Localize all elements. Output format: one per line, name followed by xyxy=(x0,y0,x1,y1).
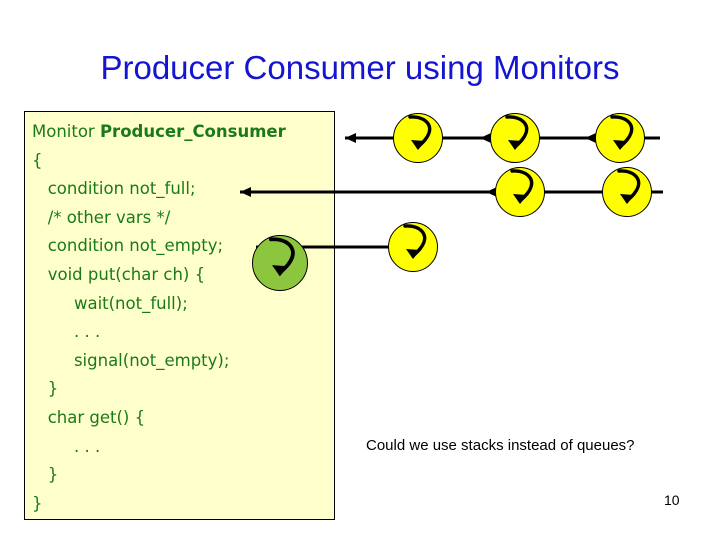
curved-arrow-icon xyxy=(610,115,634,150)
page-number: 10 xyxy=(664,492,680,508)
curved-arrow-icon xyxy=(403,224,427,259)
code-line: condition not_empty; xyxy=(32,232,332,261)
code-line: Monitor Producer_Consumer xyxy=(32,118,332,147)
code-line: } xyxy=(32,461,332,490)
queue-node-circle xyxy=(595,113,645,163)
code-line-text: signal(not_empty); xyxy=(32,350,230,370)
code-line-text: char get() { xyxy=(32,407,146,427)
code-line-text: } xyxy=(32,379,59,399)
queue-node-circle xyxy=(495,167,545,217)
curved-arrow-icon xyxy=(510,169,534,204)
code-line-text: . . . xyxy=(32,436,101,456)
code-block-panel: Monitor Producer_Consumer { condition not… xyxy=(24,111,335,520)
code-line-text: } xyxy=(32,493,43,513)
page-title: Producer Consumer using Monitors xyxy=(100,49,620,86)
code-line: . . . xyxy=(32,318,332,347)
code-line-text: void put(char ch) { xyxy=(32,264,206,284)
code-line: void put(char ch) { xyxy=(32,261,332,290)
queue-node-circle xyxy=(393,113,443,163)
curved-arrow-icon xyxy=(408,115,432,150)
queue-node-circle xyxy=(388,222,438,272)
code-line: . . . xyxy=(32,433,332,462)
code-line-text: /* other vars */ xyxy=(32,207,171,227)
footer-note: Could we use stacks instead of queues? xyxy=(366,437,635,454)
code-line: condition not_full; xyxy=(32,175,332,204)
queue-node-circle xyxy=(252,235,308,291)
queue-node-circle xyxy=(490,113,540,163)
code-line: } xyxy=(32,375,332,404)
curved-arrow-icon xyxy=(505,115,529,150)
code-line: } xyxy=(32,490,332,519)
code-line-text: wait(not_full); xyxy=(32,293,188,313)
code-line-text: . . . xyxy=(32,322,101,342)
code-line-emphasis: Producer_Consumer xyxy=(99,122,286,141)
code-line: signal(not_empty); xyxy=(32,347,332,376)
code-line: char get() { xyxy=(32,404,332,433)
code-line-text: { xyxy=(32,150,43,170)
code-line-text: } xyxy=(32,465,59,485)
code-line-text: Monitor xyxy=(32,122,100,141)
curved-arrow-icon xyxy=(617,169,641,204)
code-line: wait(not_full); xyxy=(32,290,332,319)
code-line: /* other vars */ xyxy=(32,204,332,233)
code-lines: Monitor Producer_Consumer { condition not… xyxy=(32,118,332,518)
code-line-text: condition not_full; xyxy=(32,179,196,199)
code-line: { xyxy=(32,147,332,176)
queue-node-circle xyxy=(602,167,652,217)
code-line-text: condition not_empty; xyxy=(32,236,224,256)
curved-arrow-icon xyxy=(269,237,295,277)
